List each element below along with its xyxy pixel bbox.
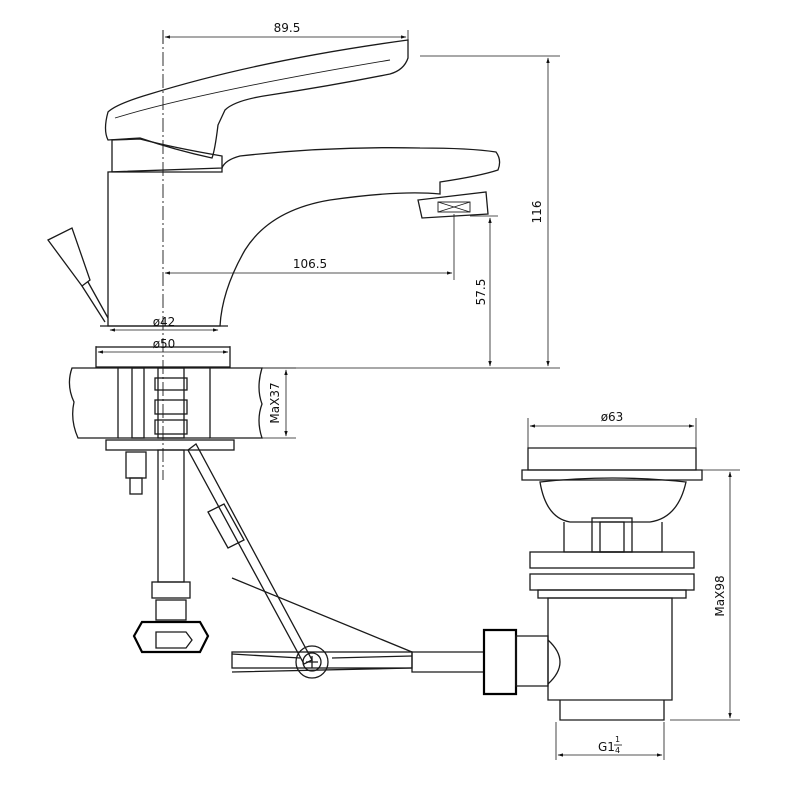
- dim-base-d50: ø50: [153, 337, 176, 351]
- lever-handle: [104, 39, 409, 159]
- dim-thread-frac-den: 4: [615, 746, 620, 755]
- dim-waste-d63: ø63: [601, 410, 624, 424]
- linkage-rod: [187, 443, 485, 679]
- body: [107, 147, 501, 327]
- dimension-lines: [95, 30, 740, 760]
- dim-thread-frac-num: 1: [615, 735, 620, 744]
- dim-spout-height: 57.5: [474, 279, 488, 306]
- dim-base-d42: ø42: [153, 315, 176, 329]
- dim-waste-height: MaX98: [713, 575, 727, 616]
- dim-reach: 106.5: [293, 257, 327, 271]
- dim-max-deck: MaX37: [268, 382, 282, 423]
- mounting-assembly: [105, 367, 235, 654]
- dim-thread-main: G1: [598, 740, 615, 754]
- cartridge-cap: [111, 138, 223, 173]
- dim-thread: G1 1 4: [598, 735, 622, 755]
- popup-waste: [482, 447, 703, 721]
- dim-top-span: 89.5: [274, 21, 301, 35]
- aerator: [417, 191, 489, 219]
- popup-rod: [47, 227, 109, 323]
- dim-total-height: 116: [530, 201, 544, 224]
